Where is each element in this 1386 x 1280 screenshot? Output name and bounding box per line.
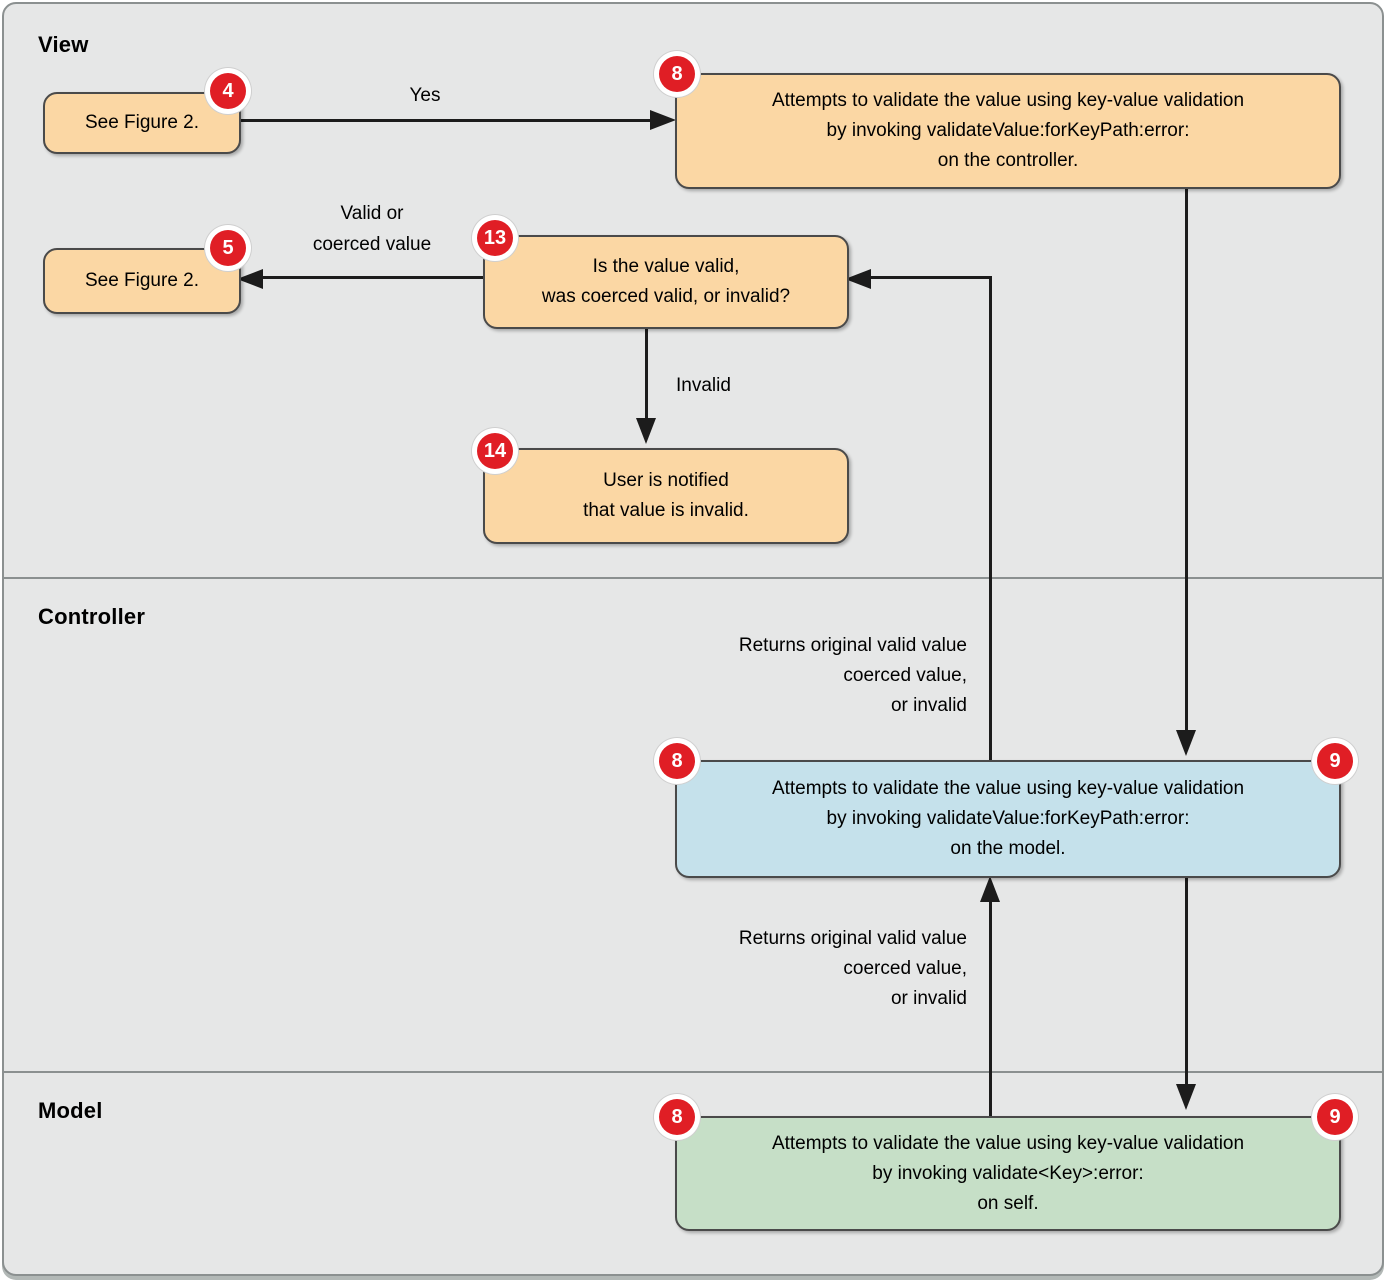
edge-to-model-line	[1185, 874, 1188, 1086]
validate-on-model-line3: on the model.	[950, 838, 1066, 859]
edge-invalid-line	[645, 325, 648, 420]
lane-divider-controller-model	[4, 1071, 1382, 1073]
node-see-figure-top-text: See Figure 2.	[84, 112, 200, 133]
badge-5: 5	[210, 230, 246, 266]
badge-9-controller: 9	[1317, 743, 1353, 779]
validate-on-self-line1: Attempts to validate the value using key…	[771, 1132, 1245, 1154]
returns-model-line1: Returns original valid value	[738, 928, 967, 949]
validate-on-controller-line3: on the controller.	[937, 150, 1079, 171]
lane-label-view: View	[38, 32, 89, 57]
node-validate-on-model: Attempts to validate the value using key…	[675, 760, 1341, 878]
node-see-figure-top: See Figure 2.	[43, 92, 241, 154]
edge-yes-line	[237, 119, 654, 122]
returns-controller-line1: Returns original valid value	[738, 635, 967, 656]
edge-return-vertical	[989, 276, 992, 760]
edge-label-returns-model: Returns original valid value coerced val…	[700, 924, 967, 1014]
edge-valid-line	[259, 276, 483, 279]
edge-model-return-arrowhead	[980, 876, 1000, 902]
badge-8-model: 8	[659, 1099, 695, 1135]
node-see-figure-mid: See Figure 2.	[43, 248, 241, 314]
validate-on-model-line2: by invoking validateValue:forKeyPath:err…	[826, 808, 1190, 829]
validate-on-self-line2: by invoking validate<Key>:error:	[872, 1162, 1144, 1184]
node-validate-on-self: Attempts to validate the value using key…	[675, 1116, 1341, 1231]
validate-on-controller-line2: by invoking validateValue:forKeyPath:err…	[826, 120, 1190, 141]
returns-model-line2: coerced value,	[843, 958, 967, 979]
lane-label-model: Model	[38, 1098, 103, 1123]
badge-13: 13	[477, 220, 513, 256]
edge-label-invalid: Invalid	[676, 375, 731, 396]
notify-user-line2: that value is invalid.	[583, 500, 749, 521]
edge-to-controller-arrowhead	[1176, 730, 1196, 756]
node-decision: Is the value valid, was coerced valid, o…	[483, 235, 849, 329]
lane-divider-view-controller	[4, 577, 1382, 579]
validate-on-controller-line1: Attempts to validate the value using key…	[771, 90, 1245, 111]
edge-return-arrowhead	[845, 269, 871, 289]
valid-or-coerced-line1: Valid or	[340, 203, 404, 224]
returns-controller-line2: coerced value,	[843, 665, 967, 686]
edge-yes-arrowhead	[650, 110, 676, 130]
returns-model-line3: or invalid	[890, 988, 967, 1009]
lane-label-controller: Controller	[38, 604, 146, 629]
badge-4: 4	[210, 73, 246, 109]
edge-label-yes: Yes	[409, 85, 441, 106]
notify-user-line1: User is notified	[603, 470, 729, 491]
validate-on-self-line3: on self.	[977, 1192, 1039, 1214]
edge-invalid-arrowhead	[636, 418, 656, 444]
badge-9-model: 9	[1317, 1099, 1353, 1135]
decision-line2: was coerced valid, or invalid?	[541, 286, 791, 307]
edge-valid-arrowhead	[237, 269, 263, 289]
badge-8-view: 8	[659, 56, 695, 92]
node-see-figure-mid-text: See Figure 2.	[84, 270, 200, 291]
validate-on-model-line1: Attempts to validate the value using key…	[771, 778, 1245, 799]
edge-return-horizontal	[869, 276, 992, 279]
valid-or-coerced-line2: coerced value	[312, 234, 432, 255]
badge-14: 14	[477, 433, 513, 469]
node-validate-on-controller: Attempts to validate the value using key…	[675, 73, 1341, 189]
badge-8-controller: 8	[659, 743, 695, 779]
edge-label-returns-controller: Returns original valid value coerced val…	[700, 631, 967, 721]
decision-line1: Is the value valid,	[592, 256, 740, 277]
returns-controller-line3: or invalid	[890, 695, 967, 716]
node-notify-user: User is notified that value is invalid.	[483, 448, 849, 544]
edge-model-return-line	[989, 900, 992, 1116]
edge-to-model-arrowhead	[1176, 1084, 1196, 1110]
edge-to-controller-line	[1185, 187, 1188, 733]
edge-label-valid-or-coerced: Valid or coerced value	[272, 198, 472, 260]
